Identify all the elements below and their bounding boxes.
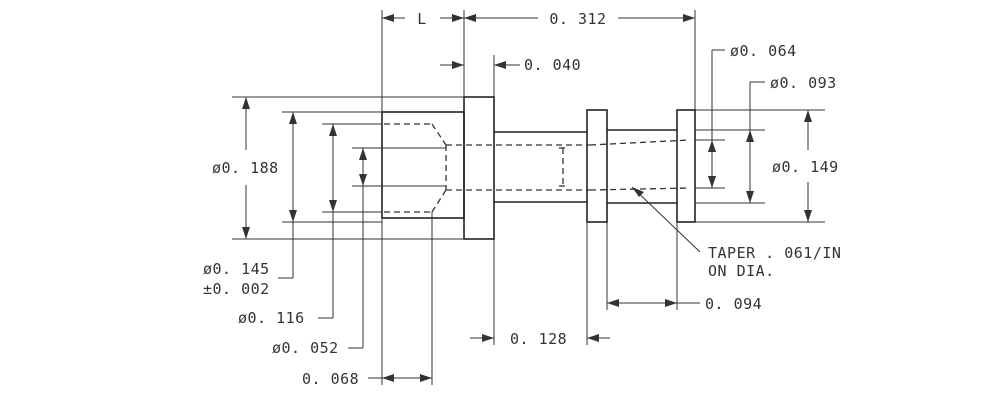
label-taper-note-line2: ON DIA. bbox=[708, 262, 775, 280]
label-taper-note-line1: TAPER . 061/IN bbox=[708, 244, 841, 262]
end-ring bbox=[676, 109, 696, 223]
main-flange bbox=[463, 96, 495, 240]
hidden-lines bbox=[384, 123, 691, 213]
label-dia-bore-entry: ø0. 145 bbox=[203, 260, 270, 278]
extension-lines bbox=[232, 10, 825, 385]
label-dia-tip-inner: ø0. 064 bbox=[730, 42, 797, 60]
dimension-lines bbox=[242, 14, 812, 382]
label-dia-outer-flange: ø0. 188 bbox=[212, 159, 279, 177]
label-shaft-length: 0. 128 bbox=[510, 330, 567, 348]
part-outline bbox=[381, 96, 696, 240]
sleeve-body bbox=[381, 111, 465, 219]
first-ring bbox=[586, 109, 608, 223]
label-dia-ring: ø0. 149 bbox=[772, 158, 839, 176]
label-flange-thickness: 0. 040 bbox=[524, 56, 581, 74]
label-overall-length: 0. 312 bbox=[549, 10, 606, 28]
label-dia-inner-bore: ø0. 116 bbox=[238, 309, 305, 327]
dimension-labels: L 0. 312 0. 040 ø0. 188 ø0. 145 ±0. 002 … bbox=[203, 10, 841, 388]
label-length-l: L bbox=[417, 10, 427, 28]
label-dia-small-bore: ø0. 052 bbox=[272, 339, 339, 357]
label-dia-tip-shaft: ø0. 093 bbox=[770, 74, 837, 92]
label-chamfer-length: 0. 068 bbox=[302, 370, 359, 388]
label-ring-spacing: 0. 094 bbox=[705, 295, 762, 313]
label-dia-bore-entry-tol: ±0. 002 bbox=[203, 280, 270, 298]
